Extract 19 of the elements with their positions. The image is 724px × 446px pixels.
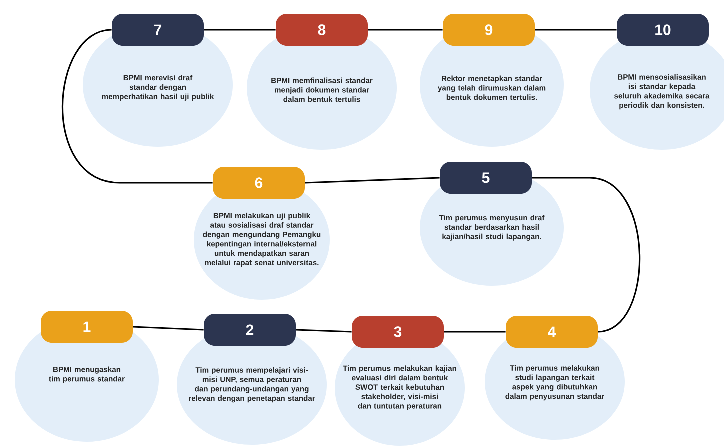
step-badge: 8 <box>276 14 368 46</box>
step-badge: 9 <box>443 14 535 46</box>
step-badge: 10 <box>617 14 709 46</box>
connector-line <box>535 29 617 31</box>
connector-line <box>204 29 276 31</box>
step-badge: 6 <box>213 167 305 199</box>
step-badge: 2 <box>204 314 296 346</box>
connector-line <box>305 177 440 184</box>
step-badge: 5 <box>440 162 532 194</box>
connector-line <box>62 29 213 184</box>
connector-line <box>444 331 506 333</box>
step-badge: 4 <box>506 316 598 348</box>
step-badge: 1 <box>41 311 133 343</box>
connector-line <box>532 177 641 333</box>
step-badge: 7 <box>112 14 204 46</box>
connector-line <box>368 29 443 31</box>
step-badge: 3 <box>352 316 444 348</box>
connector-line <box>296 329 352 333</box>
connector-line <box>133 326 204 331</box>
